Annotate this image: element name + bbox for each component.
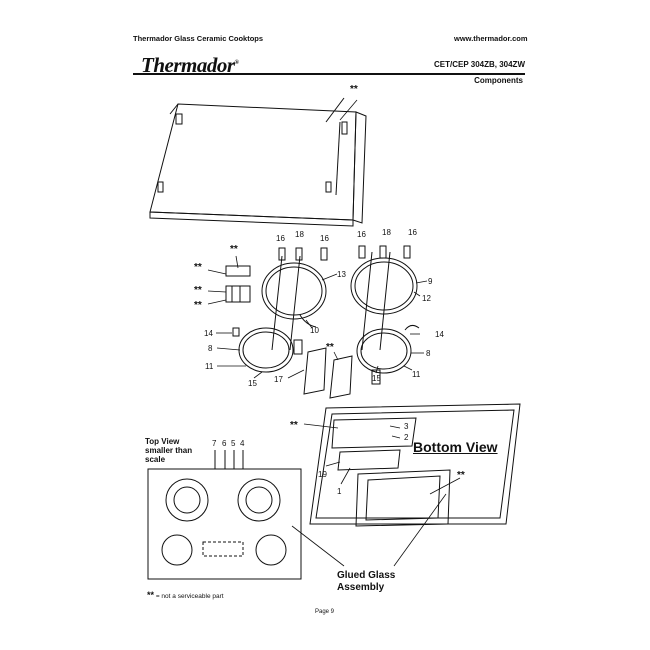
callout-7: 7 (212, 439, 217, 448)
callout-star-5: ** (290, 420, 298, 431)
callout-14b: 14 (435, 330, 444, 339)
callout-8a: 8 (208, 344, 213, 353)
callouts: ** ** ** ** ** 16 18 16 16 18 16 13 9 12… (194, 84, 465, 496)
website-url: www.thermador.com (454, 34, 528, 43)
callout-17: 17 (274, 375, 283, 384)
top-view-cooktop-drawing (147, 450, 302, 580)
header-rule (133, 73, 525, 75)
model-number: CET/CEP 304ZB, 304ZW (434, 60, 525, 69)
callout-18b: 18 (382, 228, 391, 237)
left-small-burner-drawing (232, 327, 294, 373)
footnote-text: = not a serviceable part (155, 593, 224, 600)
callout-1: 1 (337, 487, 342, 496)
callout-6: 6 (222, 439, 227, 448)
callout-19: 19 (318, 470, 327, 479)
callout-16a: 16 (276, 234, 285, 243)
callout-11a: 11 (205, 362, 214, 371)
callout-3: 3 (404, 422, 409, 431)
callout-star-3: ** (194, 300, 202, 311)
bottom-pan-drawing (309, 403, 521, 527)
section-title: Components (474, 76, 523, 85)
switch-block-drawing (225, 265, 251, 303)
bottom-view-label: Bottom View (413, 439, 498, 455)
leader-lines (207, 99, 461, 567)
page-number: Page 9 (315, 609, 335, 615)
callout-16c: 16 (357, 230, 366, 239)
callout-12: 12 (422, 294, 431, 303)
footnote-symbol: ** (147, 590, 155, 600)
callout-10: 10 (310, 326, 319, 335)
callout-star-switch: ** (230, 244, 238, 255)
glued-glass-label: Glued Glass Assembly (337, 570, 396, 593)
callout-15a: 15 (248, 379, 257, 388)
left-large-burner-drawing (261, 247, 328, 351)
callout-13: 13 (337, 270, 346, 279)
terminal-blocks-drawing (293, 339, 381, 399)
callout-9: 9 (428, 277, 433, 286)
glass-panel-drawing (149, 97, 367, 227)
callout-5: 5 (231, 439, 236, 448)
callout-star-panel: ** (350, 84, 358, 95)
callout-star-1: ** (194, 262, 202, 273)
document-title: Thermador Glass Ceramic Cooktops (133, 34, 264, 43)
callout-star-4: ** (326, 342, 334, 353)
callout-18a: 18 (295, 230, 304, 239)
callout-4: 4 (240, 439, 245, 448)
callout-14a: 14 (204, 329, 213, 338)
callout-16d: 16 (408, 228, 417, 237)
top-view-label: Top View smaller than scale (145, 437, 193, 464)
callout-11b: 11 (412, 370, 421, 379)
callout-8b: 8 (426, 349, 431, 358)
registered-mark-icon: ® (234, 60, 239, 66)
footnote: ** = not a serviceable part (147, 590, 224, 600)
callout-star-2: ** (194, 285, 202, 296)
right-small-burner-drawing (356, 324, 420, 374)
callout-star-6: ** (457, 470, 465, 481)
callout-2: 2 (404, 433, 409, 442)
callout-16b: 16 (320, 234, 329, 243)
right-large-burner-drawing (350, 245, 418, 351)
callout-15b: 15 (372, 374, 381, 383)
